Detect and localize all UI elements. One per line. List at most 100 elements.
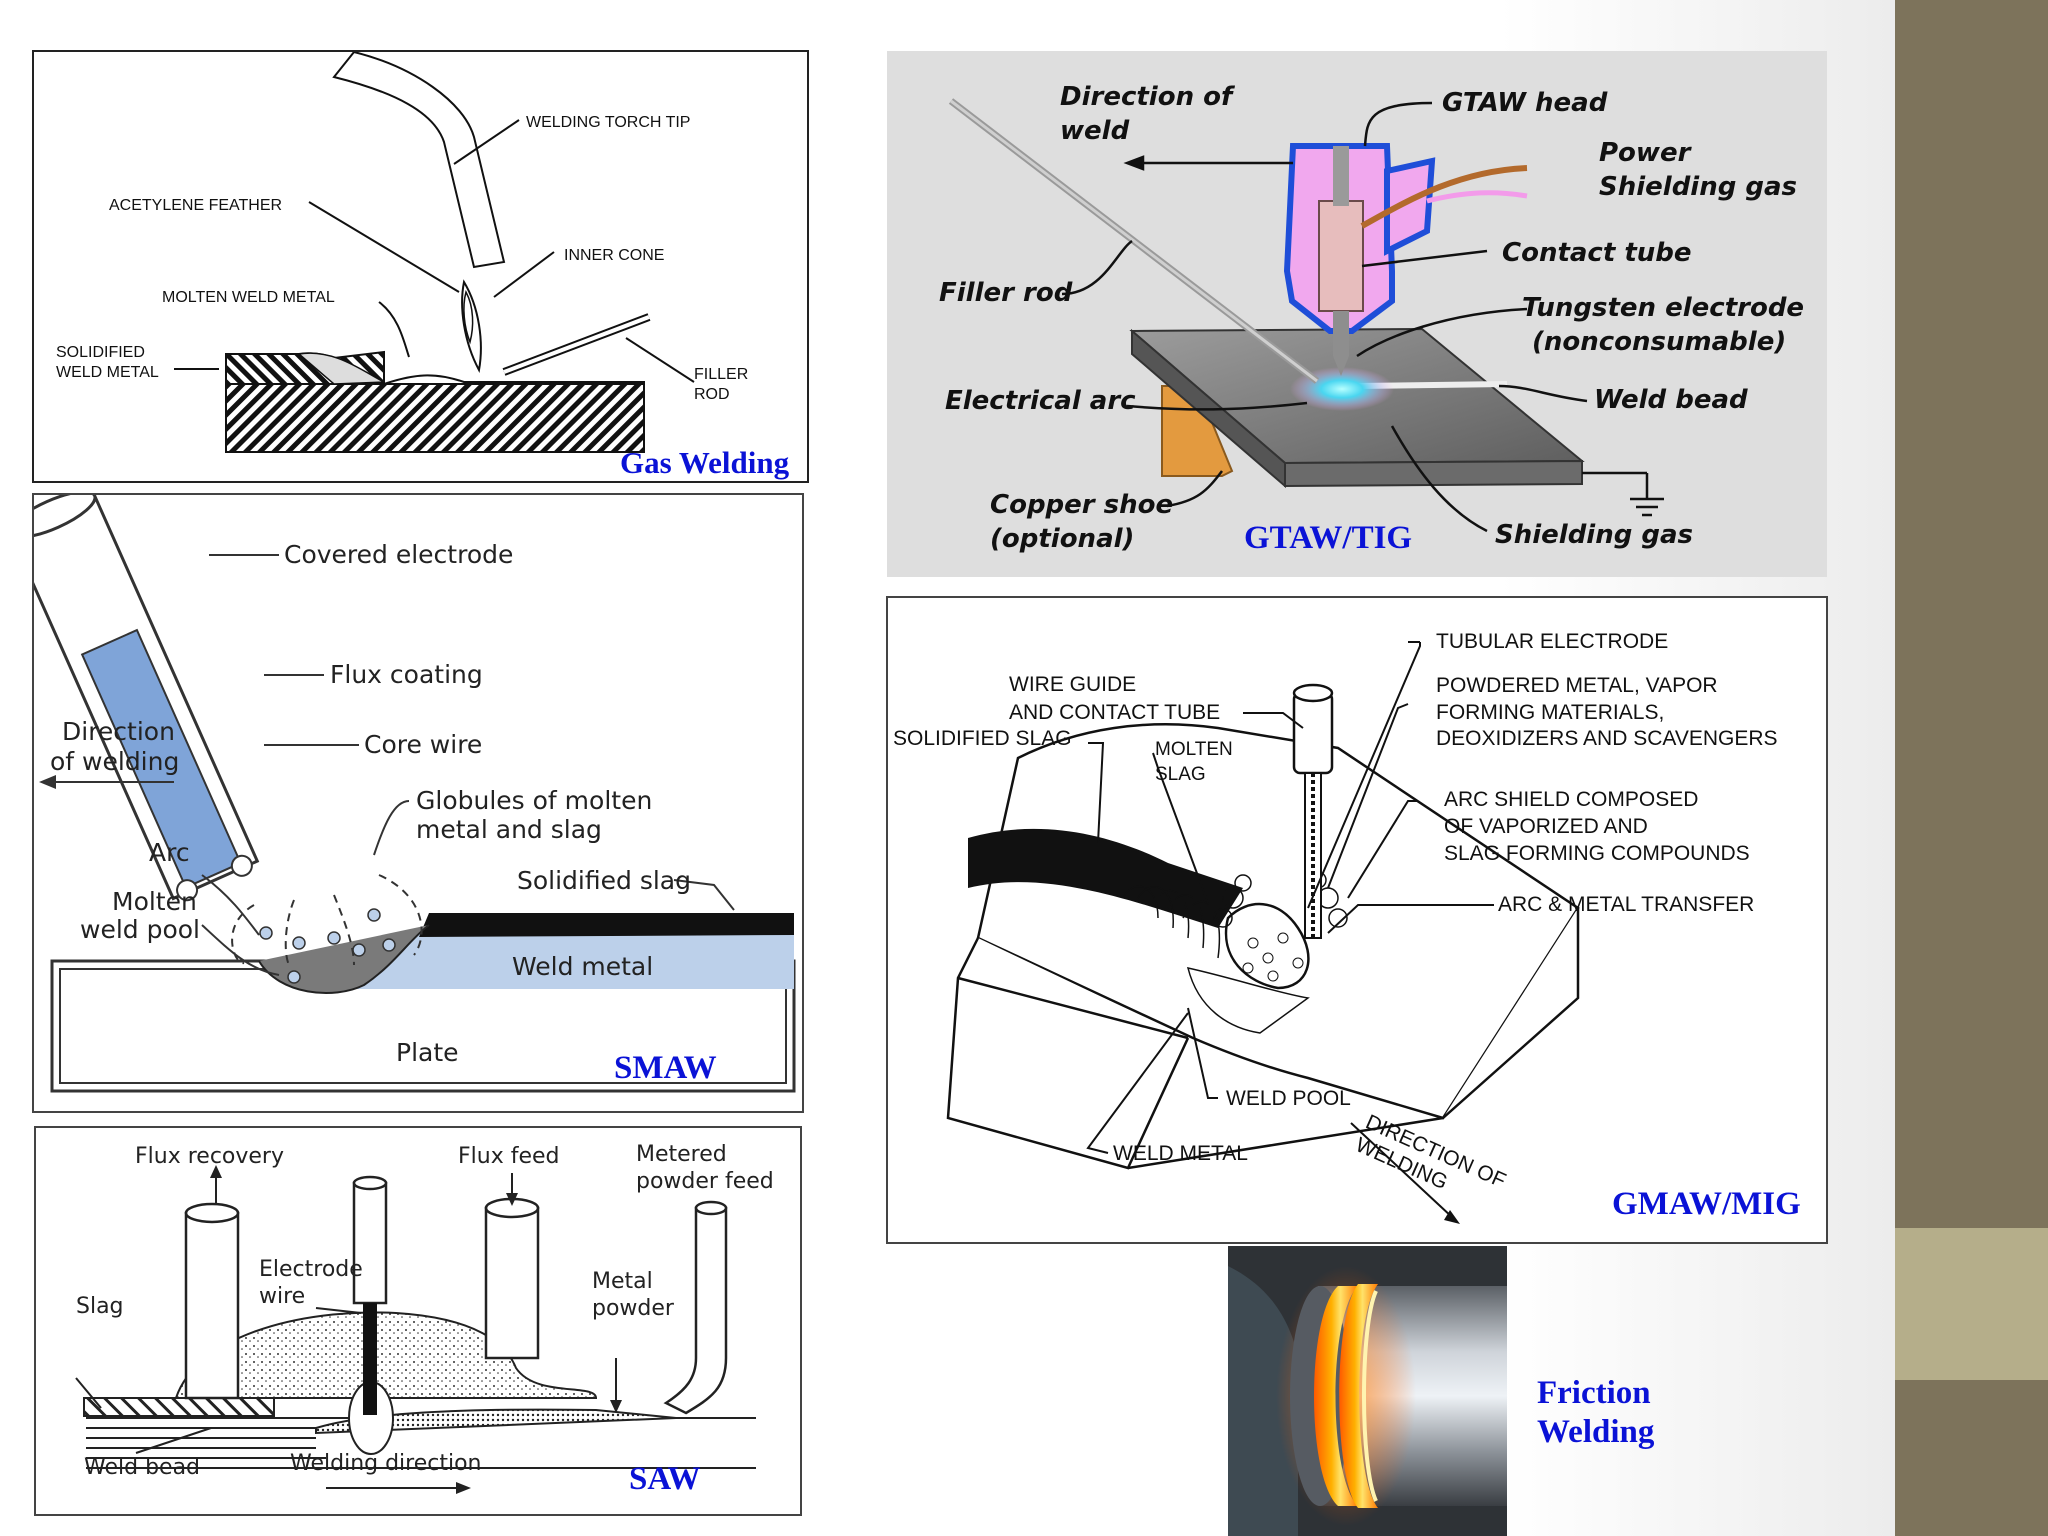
label-acetylene-feather: ACETYLENE FEATHER [109, 197, 282, 214]
label-metal-powder-2: powder [592, 1296, 675, 1321]
flux-feed-tube [484, 1197, 540, 1360]
label-globules-2: metal and slag [416, 815, 602, 844]
label-powdered-1: POWDERED METAL, VAPOR [1436, 674, 1718, 697]
label-molten-pool-1: Molten [112, 887, 197, 916]
contact-tube [1292, 683, 1334, 939]
label-electrode-2: wire [259, 1284, 305, 1309]
electrode-wire [352, 1175, 388, 1415]
label-metered-2: powder feed [636, 1169, 774, 1194]
covered-electrode [34, 495, 260, 902]
label-inner-cone: INNER CONE [564, 247, 664, 264]
label-arc-shield-3: SLAG FORMING COMPOUNDS [1444, 842, 1750, 865]
label-direction-2: of welding [50, 747, 179, 776]
decor-band-top [1895, 0, 2048, 1228]
label-arc: Arc [149, 838, 190, 867]
gtaw-diagram: Direction of weld GTAW head Power Shield… [939, 82, 1804, 554]
smaw-panel: Covered electrode Flux coating Core wire… [32, 493, 804, 1113]
label-torch-tip: WELDING TORCH TIP [526, 114, 690, 131]
label-wire-guide-2: AND CONTACT TUBE [1009, 701, 1220, 724]
weld-pool-drops [1224, 902, 1310, 990]
label-slag: Slag [76, 1294, 124, 1319]
label-molten-slag-1: MOLTEN [1155, 739, 1233, 760]
label-weld-pool: WELD POOL [1226, 1087, 1351, 1110]
label-arc-shield-1: ARC SHIELD COMPOSED [1444, 788, 1698, 811]
label-arc-shield-2: OF VAPORIZED AND [1444, 815, 1648, 838]
weld-ripples [1122, 885, 1310, 1034]
label-solidified-slag: Solidified slag [517, 866, 691, 895]
decor-band-bottom [1895, 1380, 2048, 1536]
label-molten-weld-metal: MOLTEN WELD METAL [162, 289, 335, 306]
label-metered-1: Metered [636, 1142, 727, 1167]
label-direction-of-weld-1: Direction of [1060, 82, 1236, 112]
base-plate [225, 350, 645, 453]
slag-layer [83, 1397, 275, 1417]
label-weld-bead: Weld bead [84, 1455, 200, 1480]
label-arc-metal-transfer: ARC & METAL TRANSFER [1498, 893, 1754, 916]
label-flux-recovery: Flux recovery [135, 1144, 284, 1169]
label-filler-1: FILLER [694, 366, 748, 383]
power-cable [1360, 165, 1528, 229]
label-tungsten-1: Tungsten electrode [1522, 293, 1804, 323]
label-molten-slag-2: SLAG [1155, 764, 1206, 785]
label-contact-tube: Contact tube [1502, 238, 1692, 268]
label-electrode-1: Electrode [259, 1257, 363, 1282]
label-filler-2: ROD [694, 386, 730, 403]
filler-rod [502, 313, 651, 376]
saw-diagram: Flux recovery Flux feed Metered powder f… [75, 1142, 774, 1494]
torch-tip [332, 52, 506, 269]
label-tungsten-2: (nonconsumable) [1532, 327, 1786, 357]
gmaw-title: GMAW/MIG [1612, 1186, 1801, 1222]
label-power: Power [1599, 138, 1693, 168]
saw-panel: Flux recovery Flux feed Metered powder f… [34, 1126, 802, 1516]
flame [461, 279, 482, 374]
label-direction-of-weld-2: weld [1060, 116, 1130, 146]
friction-welding-photo [1228, 1246, 1507, 1536]
label-copper-shoe-2: (optional) [990, 524, 1134, 554]
decor-band-middle [1895, 1228, 2048, 1380]
label-plate: Plate [396, 1038, 459, 1067]
weld-metal-bead [258, 913, 794, 994]
gmaw-panel: TUBULAR ELECTRODE WIRE GUIDE AND CONTACT… [886, 596, 1828, 1244]
gas-welding-title: Gas Welding [620, 445, 790, 480]
label-electrical-arc: Electrical arc [945, 386, 1136, 416]
metal-powder-bed [315, 1408, 677, 1435]
saw-title: SAW [629, 1461, 701, 1497]
smaw-diagram: Covered electrode Flux coating Core wire… [34, 495, 796, 1093]
label-copper-shoe-1: Copper shoe [990, 490, 1173, 520]
label-metal-powder-1: Metal [592, 1269, 653, 1294]
label-welding-direction: Welding direction [290, 1451, 482, 1476]
label-filler-rod: Filler rod [939, 278, 1073, 308]
powder-feed-tube [663, 1200, 728, 1415]
label-flux-feed: Flux feed [458, 1144, 560, 1169]
gas-welding-panel: WELDING TORCH TIP ACETYLENE FEATHER INNE… [32, 50, 809, 483]
label-core-wire: Core wire [364, 730, 482, 759]
label-solidified-1: SOLIDIFIED [56, 344, 145, 361]
label-shielding-gas-bottom: Shielding gas [1495, 520, 1693, 550]
friction-title-line-2: Welding [1537, 1414, 1655, 1450]
label-covered-electrode: Covered electrode [284, 540, 513, 569]
solidified-slag [968, 828, 1243, 928]
gas-hose [1426, 190, 1528, 204]
label-wire-guide-1: WIRE GUIDE [1009, 673, 1136, 696]
gtaw-panel: Direction of weld GTAW head Power Shield… [887, 51, 1827, 577]
gtaw-head [1283, 143, 1436, 376]
label-weld-bead: Weld bead [1594, 385, 1748, 415]
label-molten-pool-2: weld pool [80, 915, 200, 944]
workpiece [946, 723, 1580, 1170]
label-solidified-slag: SOLIDIFIED SLAG [893, 727, 1072, 750]
friction-photo-render [1228, 1246, 1507, 1536]
gas-welding-diagram: WELDING TORCH TIP ACETYLENE FEATHER INNE… [56, 52, 748, 453]
label-globules-1: Globules of molten [416, 786, 652, 815]
label-powdered-3: DEOXIDIZERS AND SCAVENGERS [1436, 727, 1778, 750]
gtaw-title: GTAW/TIG [1244, 520, 1413, 556]
label-weld-metal: Weld metal [512, 952, 653, 981]
flux-recovery-tube [184, 1202, 240, 1400]
label-tubular-electrode: TUBULAR ELECTRODE [1436, 630, 1668, 653]
label-direction-1: Direction [62, 717, 175, 746]
smaw-title: SMAW [614, 1050, 717, 1086]
label-powdered-2: FORMING MATERIALS, [1436, 701, 1664, 724]
label-solidified-2: WELD METAL [56, 364, 159, 381]
friction-title-line-1: Friction [1537, 1375, 1651, 1411]
label-gtaw-head: GTAW head [1442, 88, 1608, 118]
gmaw-diagram: TUBULAR ELECTRODE WIRE GUIDE AND CONTACT… [893, 630, 1778, 1224]
